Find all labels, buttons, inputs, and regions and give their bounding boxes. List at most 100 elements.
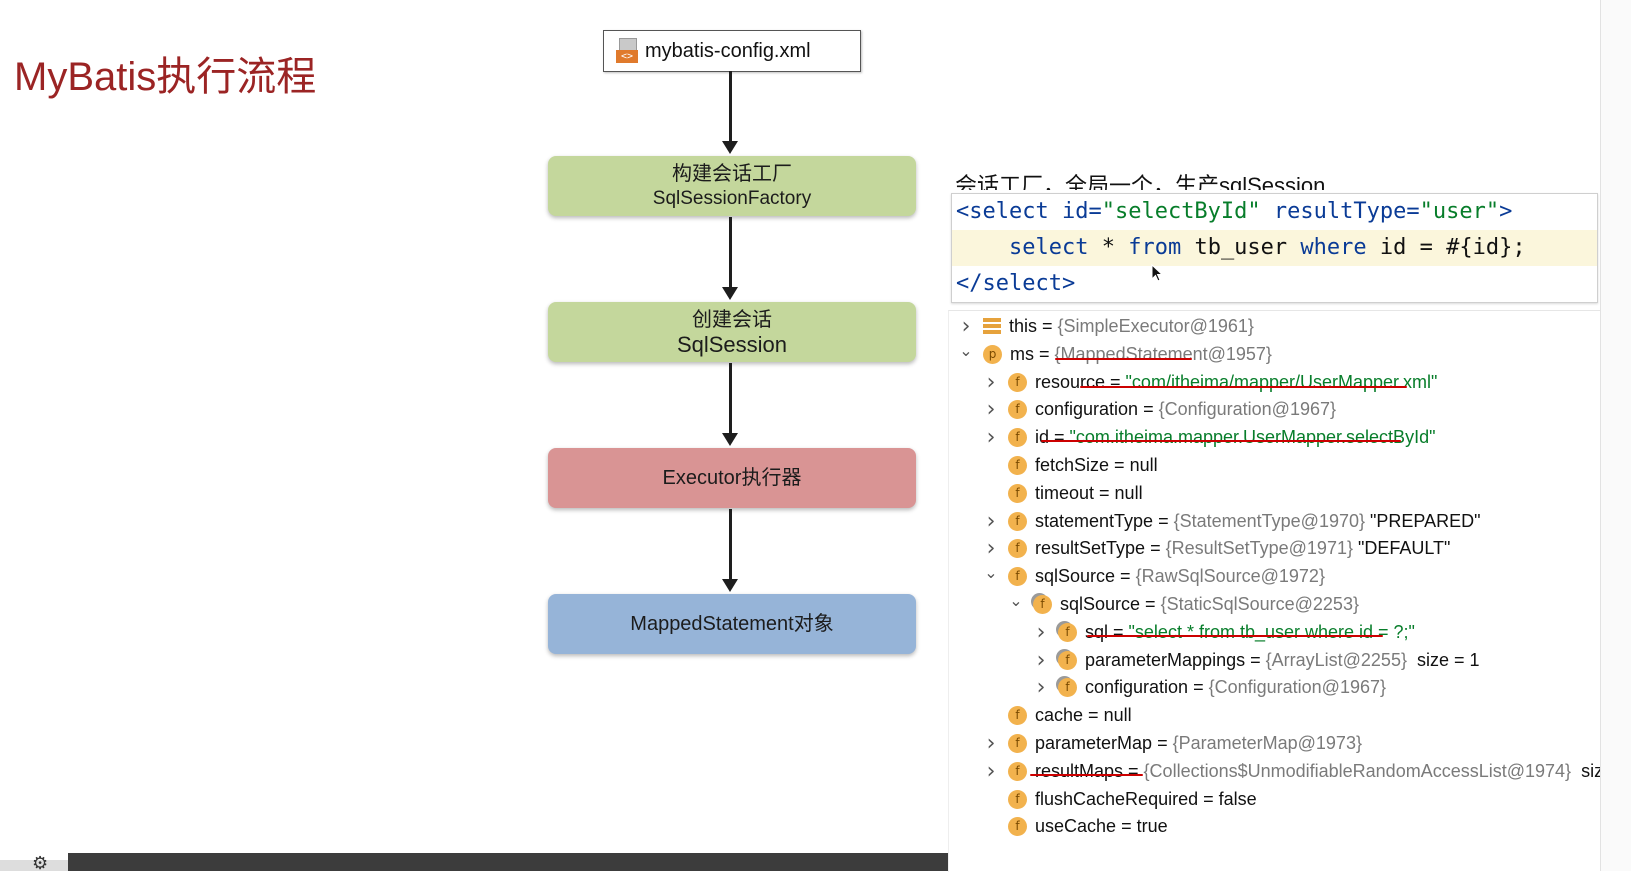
field-icon: f [1008,428,1027,448]
equals-sign: = [1123,760,1144,781]
string-value: "com/itheima/mapper/UserMapper.xml" [1125,371,1438,392]
flow-arrow [729,217,732,287]
expand-chevron-icon[interactable]: › [986,369,996,395]
code-token: </select> [956,271,1076,296]
box-label-en: SqlSessionFactory [652,187,812,209]
flow-box-mappedstatement: MappedStatement对象 [548,594,916,654]
xml-file-icon: <> [616,38,638,64]
gear-icon[interactable]: ⚙ [32,853,49,873]
expand-chevron-icon[interactable]: › [986,536,996,562]
expand-chevron-icon[interactable]: › [1036,647,1046,673]
collapse-chevron-icon[interactable]: ⌄ [984,563,998,583]
variable-name: sqlSource [1035,566,1116,587]
collapse-chevron-icon[interactable]: ⌄ [959,340,973,360]
field-icon: f [1058,622,1077,642]
arrowhead [722,433,738,446]
expand-chevron-icon[interactable]: › [986,508,996,534]
object-reference: {RawSqlSource@1972} [1135,566,1325,587]
variable-name: resource [1035,371,1106,392]
field-icon: f [1058,678,1077,698]
slide-title: MyBatis执行流程 [14,55,317,99]
red-underline-annotation [1087,635,1383,637]
value-text: "PREPARED" [1365,510,1481,531]
equals-sign: = [1245,649,1266,670]
flow-box-executor: Executor执行器 [548,448,916,508]
object-reference: {Configuration@1967} [1158,399,1337,420]
variable-name: this [1009,316,1038,336]
equals-sign: = [1034,343,1055,364]
variable-row[interactable]: ›this = {SimpleExecutor@1961} [957,312,1254,341]
field-icon: f [1008,567,1027,587]
field-icon: f [1008,483,1027,503]
red-underline-annotation [1055,358,1192,360]
variable-name: statementType [1035,510,1154,531]
equals-sign: = [1037,316,1058,336]
object-stack-icon [983,317,1001,336]
arrowhead [722,287,738,300]
expand-chevron-icon[interactable]: › [986,731,996,756]
object-reference: {Configuration@1967} [1208,677,1387,698]
equals-sign: = [1198,788,1219,809]
collapse-chevron-icon[interactable]: ⌄ [1009,591,1023,610]
string-value: "select * from tb_user where id = ?;" [1128,621,1415,642]
code-token: id= [1061,199,1102,224]
equals-sign: = [1108,621,1129,642]
equals-sign: = [1188,677,1209,698]
value-text: false [1218,788,1257,809]
variable-name: fetchSize [1035,455,1110,475]
flow-box-sqlsession: 创建会话 SqlSession [548,302,916,362]
expand-chevron-icon[interactable]: › [961,314,971,339]
value-text: null [1129,455,1158,475]
config-file-node: <> mybatis-config.xml [603,30,861,72]
code-token: tb_user [1181,235,1301,260]
variable-name: flushCacheRequired [1035,788,1199,809]
flow-arrow [729,509,732,579]
field-icon: f [1008,761,1027,781]
field-icon: f [1033,595,1052,614]
expand-chevron-icon[interactable]: › [986,425,996,451]
parameter-icon: p [983,344,1002,364]
mouse-cursor-icon [1151,264,1164,282]
status-bar [68,853,948,871]
object-reference: {StaticSqlSource@2253} [1160,594,1359,614]
annotation-note: 会话工厂，全局一个，生产sqlSession [955,173,1326,190]
field-icon: f [1058,650,1077,670]
equals-sign: = [1140,594,1161,614]
expand-chevron-icon[interactable]: › [986,758,996,784]
field-icon: f [1008,539,1027,559]
flow-arrow [729,71,732,141]
value-text: null [1103,705,1132,726]
expand-chevron-icon[interactable]: › [1036,675,1046,701]
variable-row[interactable]: ⌄ f sqlSource = {RawSqlSource@1972} [982,562,1325,591]
equals-sign: = [1115,566,1136,587]
red-underline-annotation [1080,386,1407,388]
code-token: from [1128,235,1182,260]
value-text: null [1114,482,1143,503]
field-icon: f [1008,456,1027,475]
equals-sign: = [1138,399,1159,420]
equals-sign: = [1083,705,1104,726]
equals-sign: = [1145,538,1166,559]
config-file-label: mybatis-config.xml [645,39,811,62]
expand-chevron-icon[interactable]: › [1036,619,1046,645]
variable-name: resultMaps [1035,760,1124,781]
expand-chevron-icon[interactable]: › [986,397,996,423]
